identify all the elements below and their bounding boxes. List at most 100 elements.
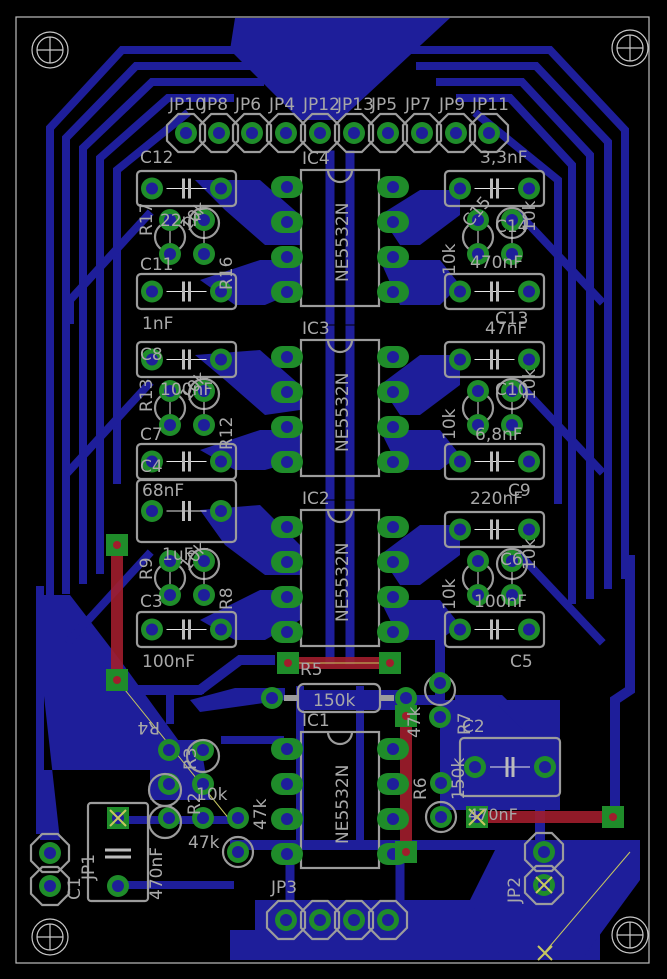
cap-c14 — [443, 272, 546, 311]
c1-pad-1 — [107, 807, 129, 829]
label-c4: C4 — [140, 457, 163, 477]
ic-part-ic1: NE5532N — [333, 765, 353, 844]
cap-c11 — [135, 272, 238, 311]
header-label-jp12: JP12 — [302, 95, 340, 115]
label-r7-val: 47k — [405, 706, 425, 738]
res-r15-r14-pad-b — [467, 414, 489, 436]
header-label-jp10: JP10 — [168, 95, 206, 115]
cap-c2-pad-2 — [534, 756, 556, 778]
res-r11-r10-pad-d — [501, 584, 523, 606]
label-c9-val: 6,8nF — [475, 425, 523, 445]
ic-name-ic2: IC2 — [302, 489, 330, 509]
res-r9-r8-pad-c — [193, 550, 215, 572]
ic-ic1-pin-2 — [271, 773, 303, 795]
cap-c11-pad-2 — [210, 280, 232, 303]
ic-outlines — [299, 168, 381, 870]
ic-ic1-pin-6 — [377, 808, 409, 830]
ic-ic4-pin-7 — [377, 211, 409, 233]
cap-c11-pad-1 — [141, 280, 163, 303]
header-pin-jp4 — [265, 112, 307, 154]
ic-ic2-pin-5 — [377, 621, 409, 643]
label-r14-val: 10k — [520, 368, 540, 400]
cap-c6 — [443, 610, 546, 649]
cap-c12-pad-1 — [141, 177, 163, 200]
ic-ic3-pin-7 — [377, 381, 409, 403]
cap-c2 — [458, 736, 562, 798]
header-label-jp4: JP4 — [268, 95, 295, 115]
r2-pad-1 — [227, 807, 249, 829]
cap-c8-pad-2 — [210, 348, 232, 371]
label-r5: R5 — [300, 660, 323, 680]
label-c2: C2 — [462, 717, 485, 737]
label-r10-val: 10k — [520, 538, 540, 570]
label-r11-val: 10k — [440, 578, 460, 610]
cap-c10-pad-2 — [518, 450, 540, 473]
ic-ic3-pin-6 — [377, 416, 409, 438]
res-cluster-a-2 — [192, 739, 214, 761]
r7-via — [395, 705, 417, 727]
cap-c9-pad-2 — [518, 518, 540, 541]
label-c9b-val: 220nF — [470, 489, 523, 509]
header-label-jp13: JP13 — [336, 95, 374, 115]
ic-ic2-pin-6 — [377, 586, 409, 608]
cap-c15-pad-1 — [449, 177, 471, 200]
jp1-pin-1 — [29, 832, 71, 874]
ic-ic2-pin-3 — [271, 586, 303, 608]
label-r15-val: 10k — [440, 408, 460, 440]
label-r9-val: 1uF — [162, 545, 193, 565]
mount-hole-br — [611, 916, 649, 954]
ic-ic2-pin-1 — [271, 516, 303, 538]
cap-c6-pad-2 — [518, 618, 540, 641]
ic-part-ic2: NE5532N — [333, 543, 353, 622]
label-r17: R17 — [137, 203, 157, 236]
components — [29, 112, 624, 961]
label-r2: R2 — [185, 792, 205, 815]
label-r6: R6 — [411, 777, 431, 800]
r6-pad-1 — [430, 772, 452, 794]
label-c8-val: 100nF — [160, 380, 213, 400]
ic-ic4 — [299, 168, 381, 308]
cap-c3-pad-1 — [141, 618, 163, 641]
cap-c6-pad-1 — [449, 618, 471, 641]
header-pin-jp11 — [468, 112, 510, 154]
mount-hole-bl — [31, 918, 69, 956]
ic-ic3-pin-4 — [271, 451, 303, 473]
res-r19-r18-pad-c — [501, 209, 523, 231]
r2-pad-2 — [227, 841, 249, 863]
cap-c4-pad-2 — [210, 450, 232, 473]
header-pin-jp8 — [198, 112, 240, 154]
cap-c13-pad-2 — [518, 348, 540, 371]
ic-ic1-pin-8 — [377, 738, 409, 760]
label-c14: C14 — [495, 217, 529, 237]
label-r16: R16 — [217, 257, 237, 290]
res-r9-r8-pad-b — [159, 584, 181, 606]
res-r19-r18-pad-d — [501, 243, 523, 265]
header-pin-jp5 — [367, 112, 409, 154]
header-label-jp5: JP5 — [370, 95, 397, 115]
ic-ic2-pin-7 — [377, 551, 409, 573]
res-r5-body — [284, 682, 394, 714]
label-c15-val: 3,3nF — [480, 148, 528, 168]
jp2-pin-1 — [523, 831, 565, 873]
header-label-jp7: JP7 — [404, 95, 431, 115]
label-jp1: JP1 — [79, 854, 99, 881]
label-c9: C9 — [508, 481, 531, 501]
label-c7: C7 — [140, 425, 163, 445]
c1-pad-2 — [107, 875, 129, 897]
ic-name-ic4: IC4 — [302, 149, 330, 169]
label-jp2: JP2 — [505, 877, 525, 904]
r7-pad-1 — [429, 672, 451, 694]
label-r6-val: 150k — [449, 758, 469, 800]
label-r1-val: 10k — [196, 785, 228, 805]
label-c3: C3 — [140, 592, 163, 612]
label-c5: C5 — [510, 652, 533, 672]
via-top-left — [106, 534, 128, 556]
label-c1-val: 470nF — [147, 847, 167, 900]
ic-ic2 — [299, 508, 381, 648]
cap-c14-pad-2 — [518, 280, 540, 303]
ic-ic4-pin-1 — [271, 176, 303, 198]
ic-ic2-pin-8 — [377, 516, 409, 538]
res-cluster-b-2 — [192, 773, 214, 795]
ic-ic3-pin-3 — [271, 416, 303, 438]
